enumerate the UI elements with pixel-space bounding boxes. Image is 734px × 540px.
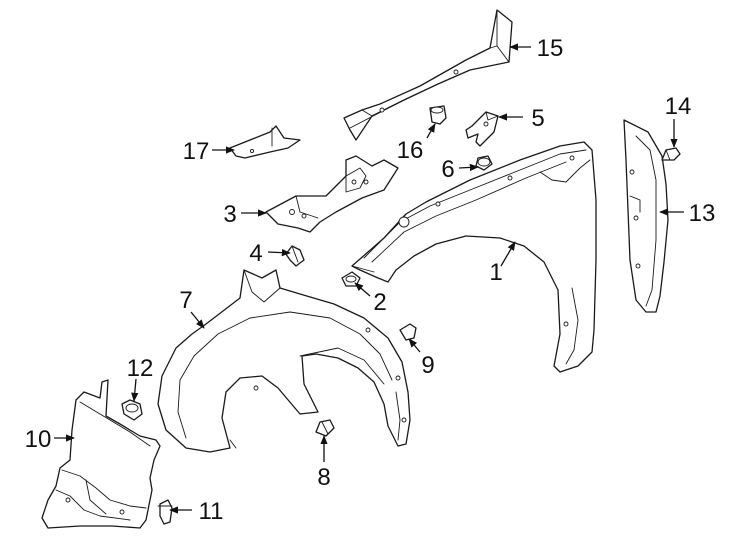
callout-1: 1 <box>489 259 502 286</box>
leader-7 <box>190 311 205 329</box>
callout-5: 5 <box>531 105 544 132</box>
callout-12: 12 <box>127 355 154 382</box>
callout-numbers: 1 2 3 4 5 6 7 8 9 10 11 12 13 14 15 16 1… <box>25 35 716 525</box>
hinge-bracket-part <box>465 111 499 147</box>
callout-13: 13 <box>689 200 716 227</box>
bolt-part-4 <box>285 245 305 267</box>
small-upper-bracket-part <box>229 125 301 159</box>
push-clip-part-11 <box>157 499 173 525</box>
wheelhouse-liner-part <box>157 269 411 453</box>
callout-3: 3 <box>223 201 236 228</box>
callout-9: 9 <box>421 352 434 379</box>
front-fender-part <box>351 141 597 373</box>
callout-2: 2 <box>373 289 386 316</box>
callout-16: 16 <box>397 137 424 164</box>
bolt-part-6 <box>475 155 493 171</box>
fender-rear-seal-part <box>623 119 669 313</box>
lower-splash-shield-part <box>41 379 161 529</box>
clip-part-9 <box>399 323 417 341</box>
leader-1 <box>500 241 516 267</box>
callout-14: 14 <box>665 93 692 120</box>
clip-nut-part <box>429 105 447 125</box>
fender-upper-reinforcement-part <box>343 9 513 141</box>
fender-support-bracket-part <box>265 155 399 233</box>
bolt-part-2 <box>341 271 361 287</box>
leader-16 <box>426 123 436 139</box>
callout-8: 8 <box>317 464 330 491</box>
bolt-part-8 <box>315 419 335 437</box>
callout-7: 7 <box>179 287 192 314</box>
callout-17: 17 <box>183 138 210 165</box>
callout-4: 4 <box>249 240 262 267</box>
leader-2 <box>354 282 371 297</box>
leader-lines <box>54 43 684 514</box>
leader-9 <box>408 338 421 353</box>
leader-6 <box>458 163 479 172</box>
leader-12 <box>131 378 139 402</box>
leader-4 <box>267 248 291 257</box>
callout-6: 6 <box>441 156 454 183</box>
callout-15: 15 <box>537 35 564 62</box>
bolt-part-12 <box>121 399 143 421</box>
callout-11: 11 <box>199 498 224 525</box>
callout-10: 10 <box>25 426 52 453</box>
screw-part-14 <box>661 147 681 161</box>
